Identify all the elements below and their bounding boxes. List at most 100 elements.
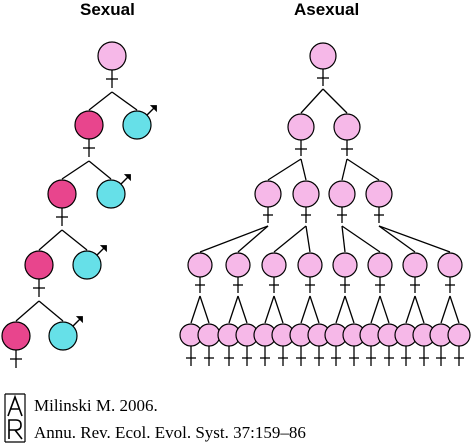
female-symbol-icon: [307, 323, 331, 366]
female-symbol-icon: [332, 252, 358, 293]
female-symbol-icon: [412, 323, 436, 366]
asexual-branch: [305, 225, 311, 253]
female-symbol-icon: [333, 113, 361, 156]
asexual-branch: [344, 295, 355, 324]
female-symbol-icon: [287, 113, 315, 156]
female-symbol-icon: [197, 323, 221, 366]
female-circle: [197, 323, 221, 347]
female-symbol-icon: [429, 323, 453, 366]
male-arrow-head: [123, 174, 131, 182]
female-symbol-icon: [253, 323, 277, 366]
male-circle: [122, 110, 152, 140]
male-arrow-head: [75, 316, 83, 324]
asexual-branch: [300, 88, 324, 114]
asexual-branch: [449, 295, 460, 324]
asexual-branch: [199, 225, 269, 253]
asexual-branch: [190, 295, 201, 324]
asexual-branch: [267, 158, 302, 181]
asexual-branch: [264, 295, 275, 324]
asexual-branch: [322, 88, 348, 114]
asexual-branch: [346, 158, 380, 181]
female-circle: [225, 252, 251, 278]
female-circle: [309, 42, 337, 70]
female-circle: [187, 252, 213, 278]
female-circle: [1, 321, 31, 351]
female-circle: [74, 110, 104, 140]
female-symbol-icon: [402, 252, 428, 293]
asexual-branch: [341, 225, 346, 253]
female-circle: [402, 252, 428, 278]
male-circle: [72, 250, 102, 280]
female-circle: [47, 179, 77, 209]
sexual-branch-male: [88, 160, 112, 180]
female-symbol-icon: [179, 323, 203, 366]
asexual-branch: [300, 295, 311, 324]
female-circle: [447, 323, 471, 347]
female-circle: [24, 250, 54, 280]
female-circle: [254, 180, 282, 208]
female-circle: [367, 252, 393, 278]
asexual-branch: [341, 225, 381, 253]
asexual-lineage: [179, 42, 471, 366]
asexual-panel-title: Asexual: [294, 0, 360, 19]
female-symbol-icon: [297, 252, 323, 293]
female-circle: [97, 41, 127, 71]
male-symbol-icon: [96, 174, 131, 209]
female-symbol-icon: [261, 252, 287, 293]
male-arrow-head: [99, 245, 107, 253]
sexual-branch-male: [111, 91, 138, 111]
female-symbol-icon: [74, 110, 104, 157]
sexual-branch-female: [15, 300, 40, 322]
female-symbol-icon: [225, 252, 251, 293]
sexual-branch-female: [38, 229, 63, 251]
asexual-branch: [309, 295, 320, 324]
female-symbol-icon: [367, 252, 393, 293]
female-symbol-icon: [47, 179, 77, 226]
asexual-branch: [414, 295, 425, 324]
female-circle: [365, 180, 393, 208]
female-symbol-icon: [292, 180, 320, 223]
male-arrow-head: [149, 105, 157, 113]
female-symbol-icon: [377, 323, 401, 366]
asexual-branch: [370, 295, 381, 324]
female-circle: [332, 252, 358, 278]
asexual-branch: [273, 295, 284, 324]
sexual-branch-female: [88, 91, 113, 111]
female-symbol-icon: [359, 323, 383, 366]
asexual-branch: [199, 295, 210, 324]
female-symbol-icon: [447, 323, 471, 366]
female-symbol-icon: [328, 180, 356, 223]
female-symbol-icon: [97, 41, 127, 88]
male-symbol-icon: [122, 105, 157, 140]
male-symbol-icon: [72, 245, 107, 280]
asexual-branch: [300, 158, 307, 181]
sexual-lineage: [1, 41, 157, 368]
sexual-branch-female: [61, 160, 90, 180]
female-symbol-icon: [24, 250, 54, 297]
female-circle: [437, 252, 463, 278]
asexual-branch: [335, 295, 346, 324]
asexual-branch: [237, 295, 248, 324]
female-symbol-icon: [1, 321, 31, 368]
asexual-branch: [378, 225, 451, 253]
female-symbol-icon: [254, 180, 282, 223]
asexual-branch: [341, 158, 348, 181]
asexual-branch: [379, 295, 390, 324]
female-symbol-icon: [365, 180, 393, 223]
sexual-branch-male: [61, 229, 88, 251]
sexual-branch-male: [38, 300, 64, 322]
annual-reviews-logo: [4, 393, 26, 443]
female-circle: [261, 252, 287, 278]
female-symbol-icon: [187, 252, 213, 293]
female-circle: [328, 180, 356, 208]
sexual-panel-title: Sexual: [80, 0, 135, 19]
female-circle: [287, 113, 315, 141]
female-circle: [297, 252, 323, 278]
female-symbol-icon: [309, 42, 337, 86]
citation-journal: Annu. Rev. Ecol. Evol. Syst. 37:159–86: [34, 423, 306, 442]
female-symbol-icon: [437, 252, 463, 293]
asexual-branch: [405, 295, 416, 324]
citation-author-year: Milinski M. 2006.: [34, 396, 158, 415]
male-circle: [48, 321, 78, 351]
